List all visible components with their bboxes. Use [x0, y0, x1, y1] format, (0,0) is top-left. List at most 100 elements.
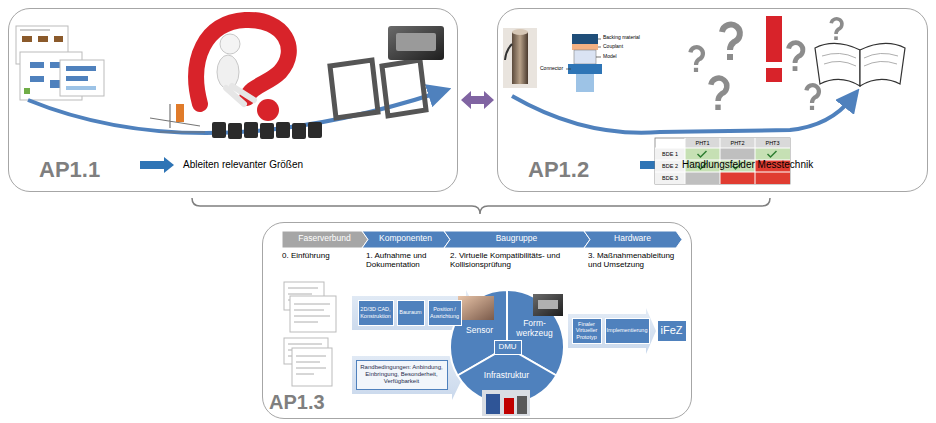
document-thumbnails [66, 66, 96, 71]
annotation-label: Connector [540, 66, 563, 72]
annotation-label: Couplant [603, 44, 623, 50]
node-label: Sensor [461, 326, 499, 336]
production-line [276, 122, 290, 138]
ap13-documents [290, 296, 336, 332]
node-label: Baugruppe [447, 234, 587, 244]
frame-parts [396, 33, 436, 51]
bracket [192, 198, 770, 214]
dmu-box: DMU [494, 340, 522, 355]
question-marks [831, 19, 842, 40]
sensor-layer-diagram [568, 64, 602, 74]
block-arrow [140, 157, 674, 173]
question-marks [766, 68, 782, 82]
node-label: AP1.3 [269, 391, 325, 414]
document-thumbnails [54, 36, 63, 42]
phase-chevron: Komponenten [362, 231, 450, 248]
photos [486, 394, 500, 414]
evaluation-table [720, 148, 755, 160]
process-box: 2D/3D CAD, Konstruktion [358, 300, 394, 326]
document-thumbnails [24, 88, 30, 94]
document-thumbnails [16, 26, 104, 100]
chevron-shape [282, 231, 368, 248]
double-arrow [461, 91, 494, 109]
work-package-panel: AP1.2Handlungsfelder Messtechnik [497, 8, 928, 192]
question-marks [789, 43, 803, 71]
ap13-documents [284, 282, 336, 386]
sensor-photo [505, 44, 512, 60]
annotation-label: PHT3 [755, 140, 790, 146]
production-line [150, 104, 205, 132]
document-thumbnails [38, 36, 48, 42]
question-marks [711, 78, 727, 110]
photos [458, 294, 563, 416]
annotation-label: BDE 1 [655, 151, 685, 157]
node-label: Hardware [587, 234, 679, 244]
node-label: Komponenten [365, 234, 447, 244]
sensor-layer-diagram [576, 74, 594, 92]
annotation-label: Model [603, 54, 617, 60]
chevron-shape [362, 231, 450, 248]
open-book [822, 53, 898, 66]
process-box: Position / Ausrichtung [428, 300, 462, 326]
node-label: Randbedingungen: Anbindung, Einbringung,… [359, 364, 445, 385]
production-line [292, 123, 306, 139]
node-label: 2D/3D CAD, Konstruktion [360, 306, 392, 319]
measurement-curve-arrow [512, 96, 852, 133]
result-box: iFeZ [657, 320, 687, 342]
sensor-layer-diagram [572, 44, 598, 50]
photos [458, 296, 494, 320]
production-line [176, 104, 184, 122]
photos [533, 294, 563, 316]
thinking-figure [196, 20, 289, 121]
node-label: Form- werkzeug [513, 319, 557, 339]
document-thumbnails [20, 30, 50, 31]
document-thumbnails [30, 62, 44, 68]
thinking-figure [257, 99, 279, 121]
production-line [228, 123, 242, 139]
ap13-documents [296, 356, 326, 374]
thinking-figure [196, 20, 289, 104]
annotation-label: PHT2 [720, 140, 755, 146]
thinking-figure [217, 55, 239, 89]
annotation-label: 1. Aufnahme und Dokumentation [366, 251, 446, 269]
node-label: Implementierung [607, 327, 648, 333]
photos [482, 390, 530, 416]
production-line [244, 122, 258, 138]
pie-segment: Infrastruktur [478, 370, 536, 383]
sensor-layer-diagram [572, 34, 598, 44]
production-line [308, 122, 322, 138]
process-box: Finaler Virtueller Prototyp [572, 318, 602, 344]
dmu-pie [450, 290, 564, 404]
annotation-label: 3. Maßnahmenableitung und Umsetzung [588, 251, 688, 269]
chevron-shape [444, 231, 590, 248]
condition-box: Randbedingungen: Anbindung, Einbringung,… [356, 360, 448, 390]
question-marks [806, 85, 819, 110]
sensor-layer-diagram [566, 34, 602, 92]
evaluation-table [755, 172, 790, 184]
phase-chevron: Hardware [584, 231, 682, 248]
phase-chevron: Baugruppe [444, 231, 590, 248]
ap13-documents [292, 348, 332, 386]
annotation-label: BDE 2 [655, 163, 685, 169]
sensor-photo [503, 28, 537, 88]
question-marks [722, 25, 740, 60]
node-label: Position / Ausrichtung [430, 306, 460, 319]
pie-segment: Sensor [460, 325, 500, 338]
sensor-photo [512, 29, 528, 35]
document-thumbnails [66, 76, 88, 81]
thinking-figure [220, 34, 240, 54]
thinking-figure [226, 86, 254, 104]
photos [504, 398, 514, 414]
sensor-photo [512, 32, 528, 84]
evaluation-table [685, 138, 790, 148]
production-line [212, 122, 226, 138]
frame-parts [388, 26, 444, 60]
node-label: Faserverbund [285, 234, 365, 244]
annotation-label: BDE 3 [655, 175, 685, 181]
process-box: Bauraum [397, 300, 425, 326]
frame-parts [330, 60, 378, 118]
sensor-photo [503, 28, 537, 88]
phase-chevron: Faserverbund [282, 231, 368, 248]
process-box: Implementierung [605, 318, 650, 344]
